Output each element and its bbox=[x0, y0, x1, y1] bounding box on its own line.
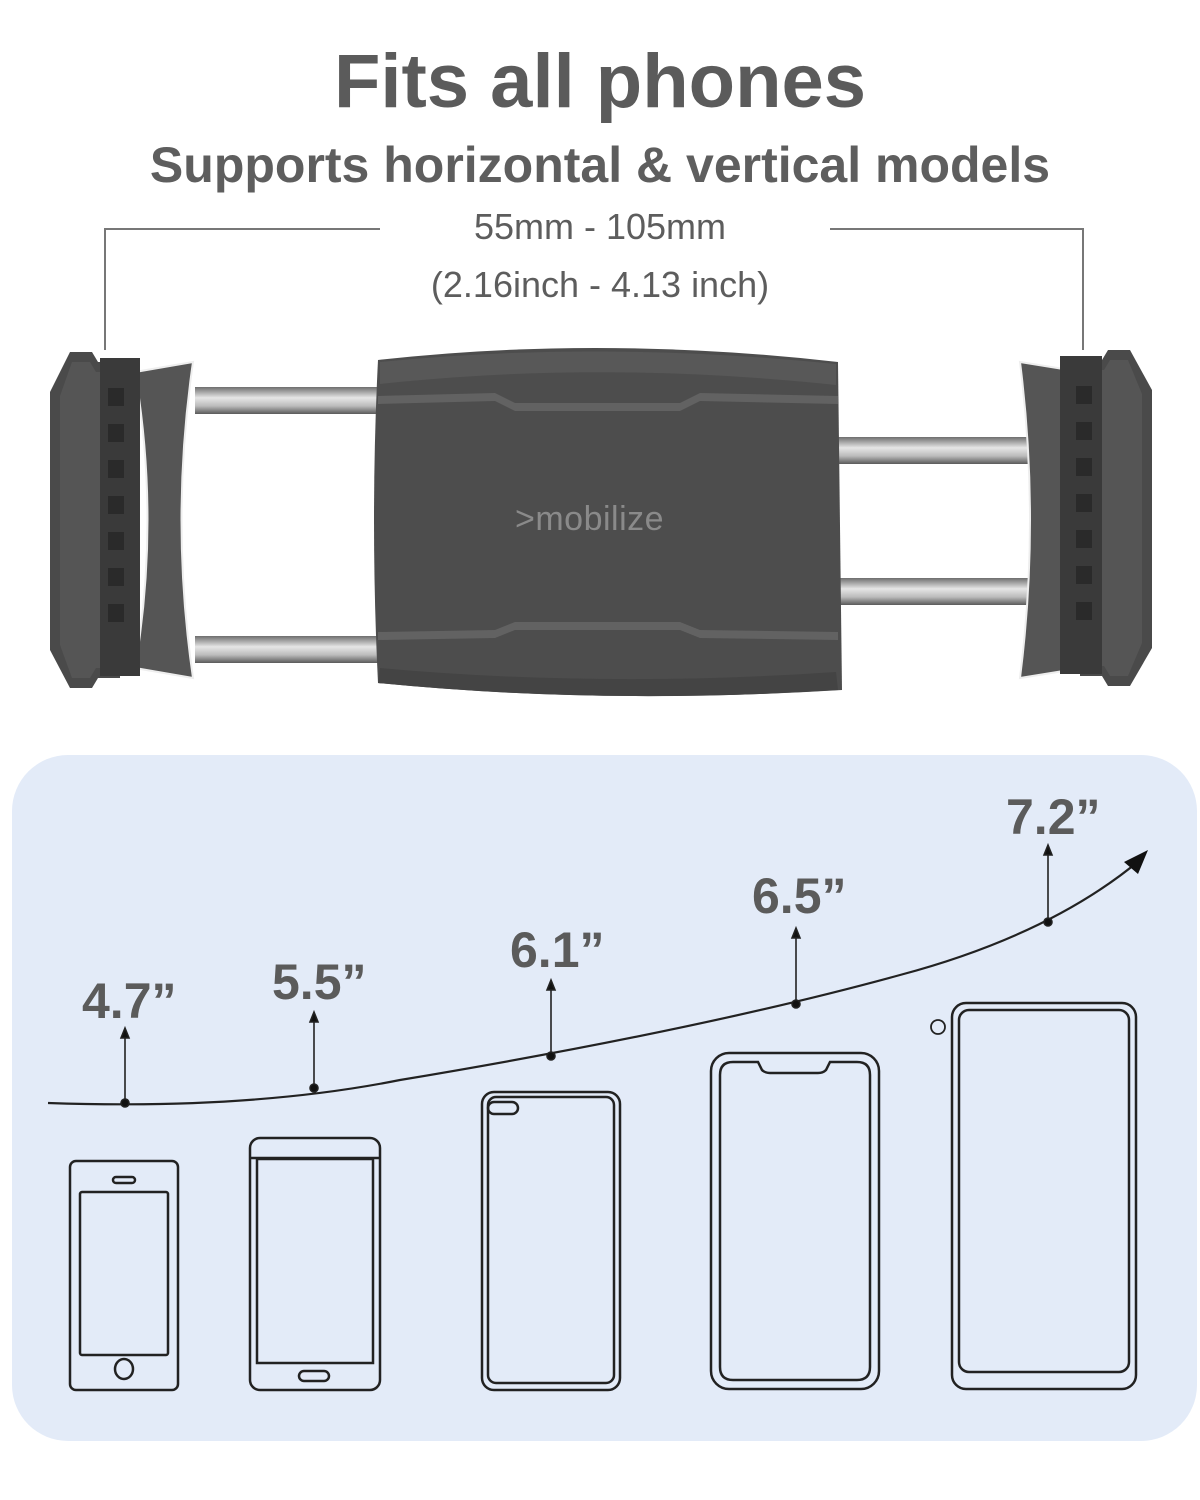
right-clamp bbox=[1018, 350, 1152, 686]
size-label-7.2: 7.2” bbox=[1006, 789, 1101, 845]
marker-5.5 bbox=[308, 1009, 320, 1093]
marker-7.2 bbox=[1042, 842, 1054, 927]
size-label-6.5: 6.5” bbox=[752, 868, 847, 924]
size-label-6.1: 6.1” bbox=[510, 922, 605, 978]
rod-left-bottom bbox=[195, 636, 385, 663]
phone-notch-icon bbox=[709, 1051, 881, 1391]
phone-large-bezel-icon bbox=[930, 1001, 1138, 1391]
page-subtitle: Supports horizontal & vertical models bbox=[149, 137, 1051, 193]
dimension-bracket bbox=[104, 228, 1084, 350]
marker-4.7 bbox=[119, 1025, 131, 1108]
rod-right-top bbox=[828, 437, 1028, 464]
rod-left-top bbox=[195, 387, 385, 414]
size-label-4.7: 4.7” bbox=[82, 973, 177, 1029]
holder-center-body bbox=[374, 347, 842, 697]
phone-holder-illustration bbox=[50, 347, 1152, 697]
phone-android-button-icon bbox=[248, 1136, 382, 1392]
curve-arrowhead-icon bbox=[1124, 850, 1148, 874]
brand-logo: >mobilize bbox=[515, 500, 665, 538]
growth-curve bbox=[47, 859, 1141, 1106]
marker-6.5 bbox=[790, 925, 802, 1009]
size-label-5.5: 5.5” bbox=[272, 954, 367, 1010]
dimension-imperial: (2.16inch - 4.13 inch) bbox=[430, 264, 770, 305]
left-clamp bbox=[50, 352, 195, 688]
marker-6.1 bbox=[545, 977, 557, 1061]
dimension-metric: 55mm - 105mm bbox=[473, 206, 727, 247]
phone-punch-hole-icon bbox=[480, 1090, 622, 1392]
phone-home-button-icon bbox=[68, 1159, 180, 1392]
page-title: Fits all phones bbox=[333, 39, 867, 124]
rod-right-bottom bbox=[828, 578, 1028, 605]
